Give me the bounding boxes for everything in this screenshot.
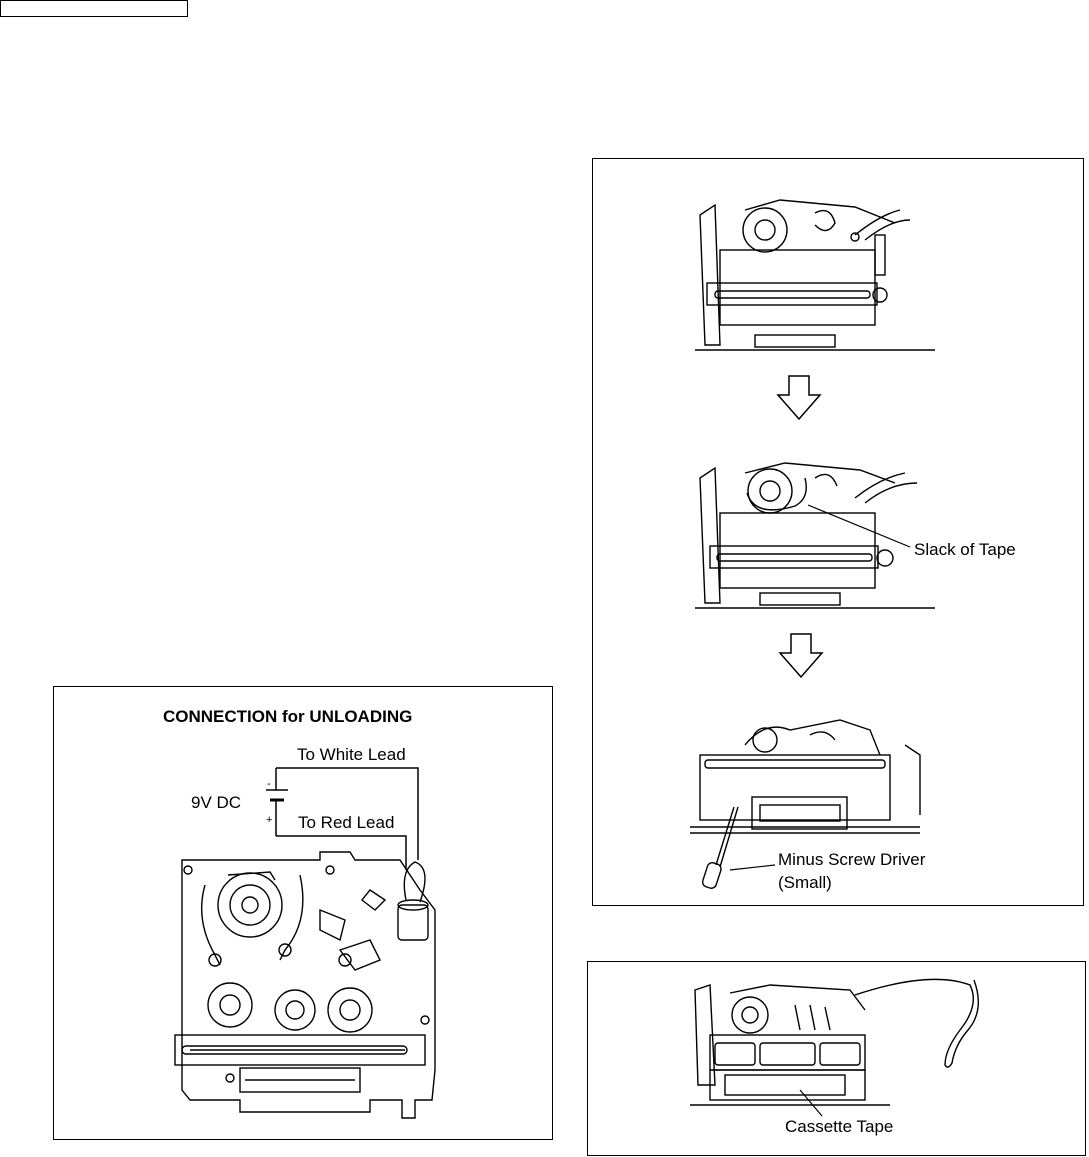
header-box — [0, 0, 188, 17]
step3-mechanism-diagram — [690, 719, 921, 889]
step1-mechanism-diagram — [695, 199, 935, 351]
cassette-mechanism-diagram — [690, 978, 980, 1106]
cassette-panel — [587, 961, 1086, 1156]
vcr-mechanism-diagram — [174, 851, 436, 1119]
down-arrow-2 — [778, 633, 824, 679]
connection-title: CONNECTION for UNLOADING — [163, 707, 413, 726]
white-lead-label: To White Lead — [297, 745, 406, 764]
red-lead-label: To Red Lead — [298, 813, 395, 832]
screwdriver-label-line1: Minus Screw Driver — [778, 850, 926, 869]
slack-of-tape-label: Slack of Tape — [914, 540, 1016, 559]
battery-label: 9V DC — [191, 793, 242, 812]
screwdriver-label-line2: (Small) — [778, 873, 832, 892]
step2-mechanism-diagram — [695, 462, 935, 609]
cassette-tape-label: Cassette Tape — [785, 1117, 894, 1136]
down-arrow-1 — [776, 375, 822, 421]
plus-sign: + — [266, 814, 273, 826]
minus-sign: - — [267, 778, 271, 790]
